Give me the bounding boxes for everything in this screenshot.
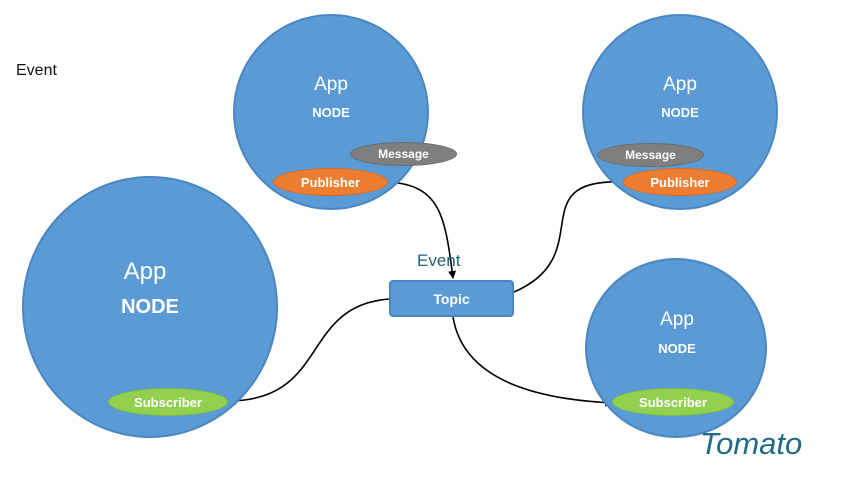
publisher-ellipse: Publisher xyxy=(273,168,388,196)
app-label: App xyxy=(663,74,697,95)
subscriber-ellipse: Subscriber xyxy=(108,388,228,416)
message-ellipse: Message xyxy=(597,143,704,167)
node-label: NODE xyxy=(312,105,350,120)
edge-topic-to-left-subscriber xyxy=(228,298,391,405)
tomato-watermark: Tomato xyxy=(700,426,803,461)
event-heading: Event xyxy=(16,62,57,79)
node-label: NODE xyxy=(121,296,179,318)
edge-topic-to-right-subscriber xyxy=(452,316,613,407)
publisher-ellipse: Publisher xyxy=(623,168,737,196)
node-label: NODE xyxy=(658,341,696,356)
topic-box: Topic xyxy=(389,280,514,317)
app-label: App xyxy=(314,74,348,95)
app-label: App xyxy=(123,258,167,285)
message-ellipse: Message xyxy=(350,142,457,166)
topic-event-label: Event xyxy=(417,251,461,270)
app-label: App xyxy=(660,309,694,330)
subscriber-ellipse: Subscriber xyxy=(612,388,734,416)
edge-topic-to-right-publisher xyxy=(513,181,625,293)
node-label: NODE xyxy=(661,105,699,120)
edge-publisher-to-topic xyxy=(387,181,457,279)
